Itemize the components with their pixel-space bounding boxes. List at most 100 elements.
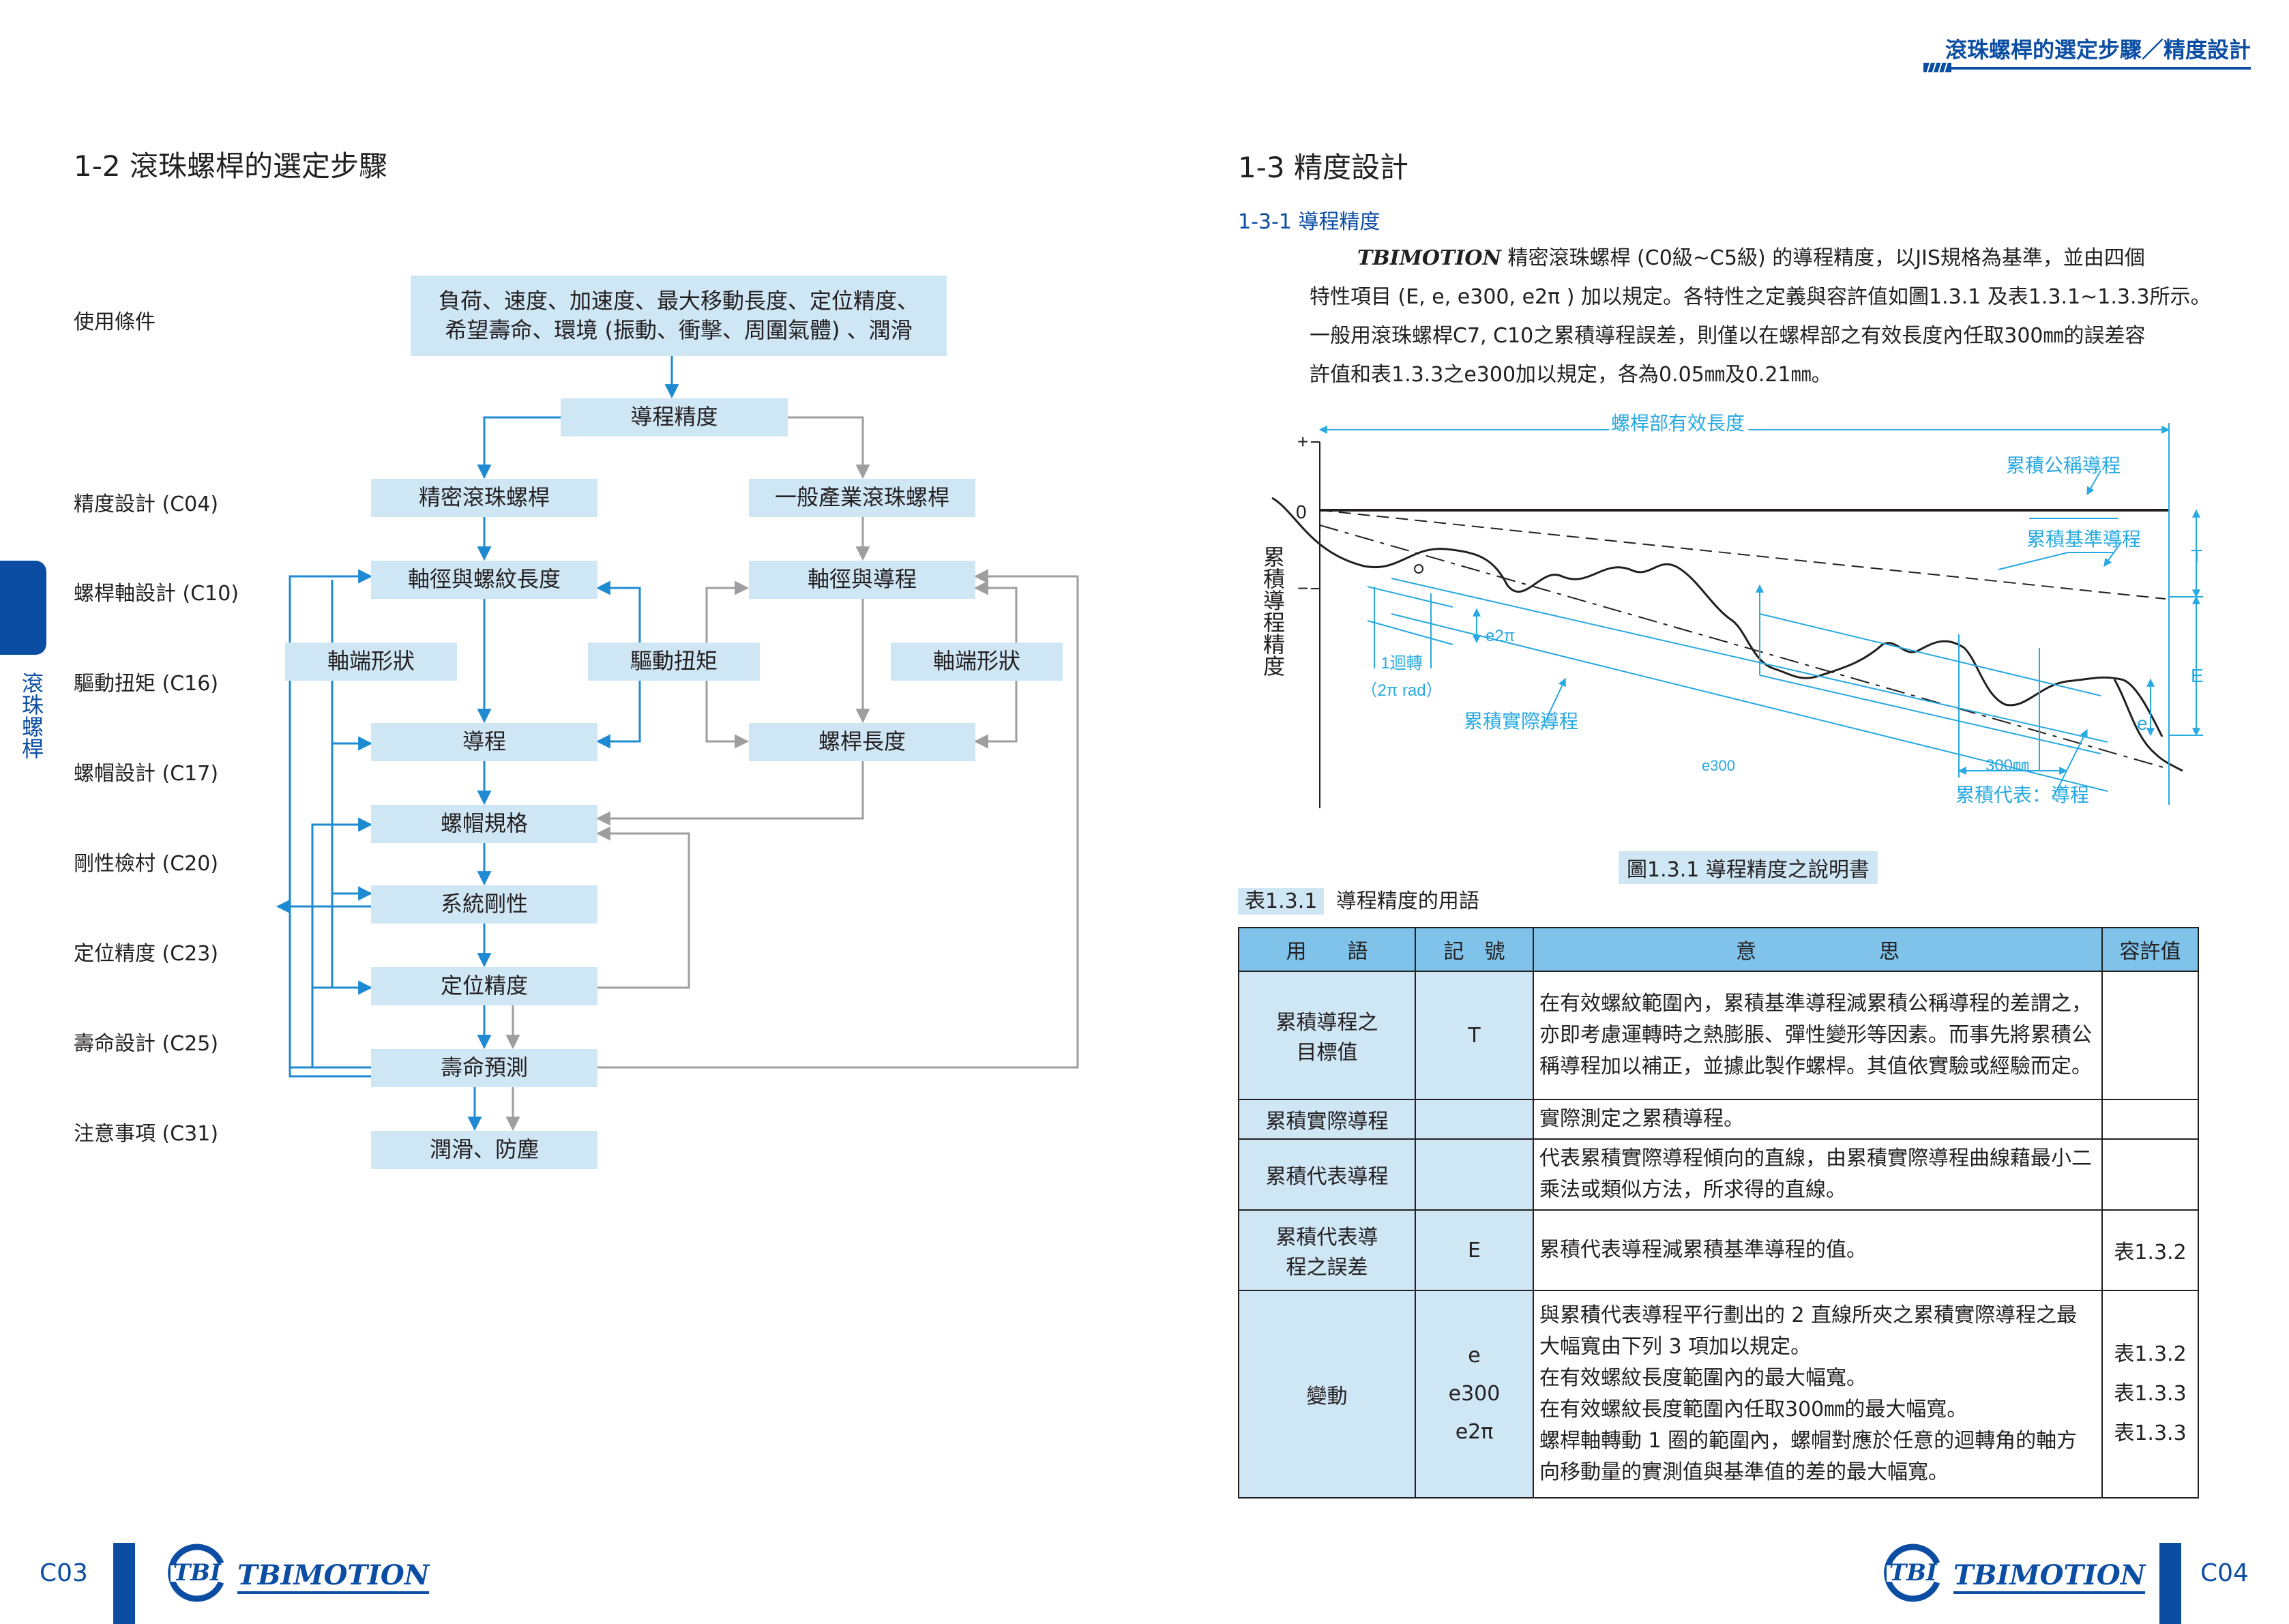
allowance-e2pi: 表1.3.3 xyxy=(2114,1421,2187,1445)
diagram-nominal-label: 累積公稱導程 xyxy=(2006,455,2121,476)
page-header: 滾珠螺桿的選定步驟／精度設計 xyxy=(1910,33,2251,64)
allowance-cell xyxy=(2101,971,2199,1100)
table-row: 變動 e e300 e2π 與累積代表導程平行劃出的 2 直線所夾之累積實際導程… xyxy=(1238,1290,2199,1498)
symbol-e300: e300 xyxy=(1448,1382,1501,1406)
symbol-cell: T xyxy=(1415,971,1534,1100)
header-symbol: 記 號 xyxy=(1415,927,1534,972)
row-label-positioning: 定位精度 (C23) xyxy=(74,942,219,966)
subsection-title: 1-3-1 導程精度 xyxy=(1238,210,1380,234)
diagram-E: E xyxy=(2191,665,2204,686)
allowance-e: 表1.3.2 xyxy=(2114,1342,2187,1366)
header-slashes: //// xyxy=(1923,61,1952,74)
meaning-cell: 與累積代表導程平行劃出的 2 直線所夾之累積實際導程之最大幅寬由下列 3 項加以… xyxy=(1533,1290,2103,1498)
para-line-2: 特性項目 (E, e, e300, e2π ) 加以規定。各特性之定義與容許值如… xyxy=(1310,285,2211,309)
flowchart-connectors xyxy=(276,356,1079,1132)
diagram-two-pi-rad: （2π rad） xyxy=(1361,681,1442,700)
variation-line-2: 在有效螺紋長度範圍內的最大幅寬。 xyxy=(1539,1366,1867,1390)
meaning-cell: 實際測定之累積導程。 xyxy=(1533,1099,2103,1140)
left-section-title: 1-2 滾珠螺桿的選定步驟 xyxy=(74,149,387,183)
diagram-e2pi: e2π xyxy=(1486,627,1515,645)
header-term: 用 語 xyxy=(1238,927,1416,972)
flow-box-nut-spec: 螺帽規格 xyxy=(371,805,597,843)
header-rule xyxy=(1923,67,2251,70)
flow-box-general-ballscrew: 一般產業滾珠螺桿 xyxy=(749,479,975,517)
term-cell: 累積代表導程 xyxy=(1238,1138,1416,1211)
tbi-logo-icon xyxy=(1884,1544,1941,1602)
symbol-cell: E xyxy=(1415,1209,1534,1291)
flow-box-life-prediction: 壽命預測 xyxy=(371,1049,597,1087)
left-footer-bar xyxy=(113,1543,135,1624)
row-label-life: 壽命設計 (C25) xyxy=(74,1032,219,1056)
right-section-title: 1-3 精度設計 xyxy=(1238,151,1408,184)
conditions-line-2: 希望壽命、環境 (振動、衝擊、周圍氣體) 、潤滑 xyxy=(445,317,913,343)
term-cell: 累積實際導程 xyxy=(1238,1099,1416,1140)
meaning-cell: 在有效螺紋範圍內，累積基準導程減累積公稱導程的差謂之，亦即考慮運轉時之熱膨脹、彈… xyxy=(1533,971,2103,1100)
flow-box-precision-ballscrew: 精密滾珠螺桿 xyxy=(371,479,597,517)
variation-line-3: 在有效螺紋長度範圍內任取300㎜的最大幅寬。 xyxy=(1539,1398,1968,1421)
table-row: 累積導程之目標值 T 在有效螺紋範圍內，累積基準導程減累積公稱導程的差謂之，亦即… xyxy=(1238,971,2199,1100)
tbi-logo-mark: TBI xyxy=(173,1559,221,1586)
left-page-number: C03 xyxy=(40,1559,88,1587)
row-label-notes: 注意事項 (C31) xyxy=(74,1122,219,1146)
header-allowance: 容許值 xyxy=(2101,927,2199,972)
row-label-shaft-design: 螺桿軸設計 (C10) xyxy=(74,582,239,606)
flow-box-shaft-end-shape-left: 軸端形狀 xyxy=(285,643,457,681)
right-footer-bar xyxy=(2159,1543,2181,1624)
allowance-cell: 表1.3.2 表1.3.3 表1.3.3 xyxy=(2101,1290,2199,1498)
flow-box-shaft-lead: 軸徑與導程 xyxy=(749,561,975,599)
para-line-1-text: 精密滾珠螺桿 (C0級~C5級) 的導程精度，以JIS規格為基準，並由四個 xyxy=(1501,246,2145,270)
flow-box-system-rigidity: 系統剛性 xyxy=(371,885,597,924)
table-row: 累積代表導程 代表累積實際導程傾向的直線，由累積實際導程曲線藉最小二乘法或類似方… xyxy=(1238,1138,2199,1211)
diagram-y-axis-label: 累積導程精度 xyxy=(1260,546,1286,677)
variation-line-4: 螺桿軸轉動 1 圈的範圍內，螺帽對應於任意的迴轉角的軸方向移動量的實測值與基準值… xyxy=(1539,1429,2078,1484)
diagram-actual-label: 累積實際導程 xyxy=(1464,711,1578,732)
table-row: 累積代表導程之誤差 E 累積代表導程減累積基準導程的值。 表1.3.2 xyxy=(1238,1209,2199,1291)
table-caption-id: 表1.3.1 xyxy=(1238,888,1325,915)
diagram-one-rev: 1迴轉 xyxy=(1380,654,1422,673)
flow-box-conditions: 負荷、速度、加速度、最大移動長度、定位精度、 希望壽命、環境 (振動、衝擊、周圍… xyxy=(411,276,947,356)
row-label-drive-torque: 驅動扭矩 (C16) xyxy=(74,672,219,696)
flow-box-drive-torque: 驅動扭矩 xyxy=(588,643,760,681)
allowance-cell xyxy=(2101,1138,2199,1211)
variation-line-1: 與累積代表導程平行劃出的 2 直線所夾之累積實際導程之最大幅寬由下列 3 項加以… xyxy=(1539,1303,2078,1359)
allowance-cell xyxy=(2101,1099,2199,1140)
meaning-cell: 代表累積實際導程傾向的直線，由累積實際導程曲線藉最小二乘法或類似方法，所求得的直… xyxy=(1533,1138,2103,1211)
symbol-e: e xyxy=(1468,1344,1481,1368)
row-label-rigidity: 剛性檢村 (C20) xyxy=(74,852,219,876)
diagram-zero: 0 xyxy=(1296,501,1307,522)
header-title: 滾珠螺桿的選定步驟／精度設計 xyxy=(1945,37,2251,63)
table-row: 累積實際導程 實際測定之累積導程。 xyxy=(1238,1099,2199,1140)
flow-box-screw-length: 螺桿長度 xyxy=(749,723,975,761)
side-tab-label: 滾珠螺桿 xyxy=(18,672,44,759)
diagram-e300: e300 xyxy=(1702,757,1735,774)
symbol-cell: e e300 e2π xyxy=(1415,1290,1534,1498)
symbol-cell xyxy=(1415,1099,1534,1140)
right-page-number: C04 xyxy=(2200,1559,2249,1587)
tbi-logo-text: TBIMOTION xyxy=(1953,1559,2146,1594)
tbi-logo-icon xyxy=(168,1544,225,1602)
figure-caption: 圖1.3.1 導程精度之說明書 xyxy=(1619,851,1878,884)
intro-paragraph: TBIMOTION 精密滾珠螺桿 (C0級~C5級) 的導程精度，以JIS規格為… xyxy=(1310,239,2230,394)
diagram-e: e xyxy=(2137,713,2148,734)
flow-box-lead: 導程 xyxy=(371,723,597,761)
term-cell: 變動 xyxy=(1238,1290,1416,1498)
flow-box-lead-accuracy: 導程精度 xyxy=(561,398,788,437)
symbol-cell xyxy=(1415,1138,1534,1211)
row-label-conditions: 使用條件 xyxy=(74,310,156,334)
flow-box-positioning-accuracy: 定位精度 xyxy=(371,967,597,1005)
tbi-logo-mark: TBI xyxy=(1889,1559,1937,1586)
para-line-1: TBIMOTION 精密滾珠螺桿 (C0級~C5級) 的導程精度，以JIS規格為… xyxy=(1310,239,2230,278)
row-label-nut-design: 螺帽設計 (C17) xyxy=(74,762,219,786)
diagram-top-label: 螺桿部有效長度 xyxy=(1611,413,1745,434)
flow-box-shaft-end-shape-right: 軸端形狀 xyxy=(891,643,1063,681)
side-tab xyxy=(0,561,46,655)
row-label-precision: 精度設計 (C04) xyxy=(74,492,219,516)
allowance-cell: 表1.3.2 xyxy=(2101,1209,2199,1291)
tbi-logo-text: TBIMOTION xyxy=(237,1559,430,1594)
diagram-minus: − xyxy=(1297,578,1308,599)
table-header-row: 用 語 記 號 意 思 容許值 xyxy=(1238,927,2199,972)
diagram-span-300: 300㎜ xyxy=(1985,756,2029,775)
flow-box-shaft-thread-length: 軸徑與螺紋長度 xyxy=(371,561,597,599)
diagram-T: T xyxy=(2191,546,2202,567)
table-caption-text: 導程精度的用語 xyxy=(1335,889,1479,913)
